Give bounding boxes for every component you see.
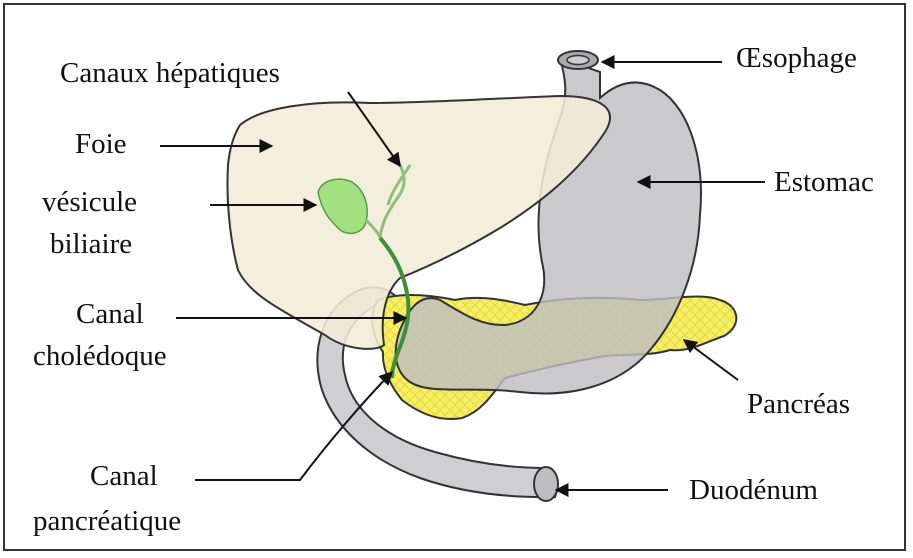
label-canal-pancreatique-line2: pancréatique — [33, 503, 181, 539]
label-duodenum: Duodénum — [689, 472, 818, 508]
duodenum-opening — [534, 467, 558, 501]
label-estomac: Estomac — [774, 164, 874, 200]
label-vesicule-line2: biliaire — [50, 226, 132, 262]
label-canal-choledoque-line2: cholédoque — [33, 338, 167, 374]
label-canal-pancreatique-line1: Canal — [90, 458, 158, 494]
label-pancreas: Pancréas — [747, 386, 850, 422]
label-oesophage: Œsophage — [736, 40, 857, 76]
label-canal-choledoque-line1: Canal — [76, 296, 144, 332]
label-canaux-hepatiques: Canaux hépatiques — [60, 55, 280, 91]
esophagus-lumen — [567, 56, 589, 65]
label-foie: Foie — [75, 126, 127, 162]
label-vesicule-line1: vésicule — [42, 184, 137, 220]
